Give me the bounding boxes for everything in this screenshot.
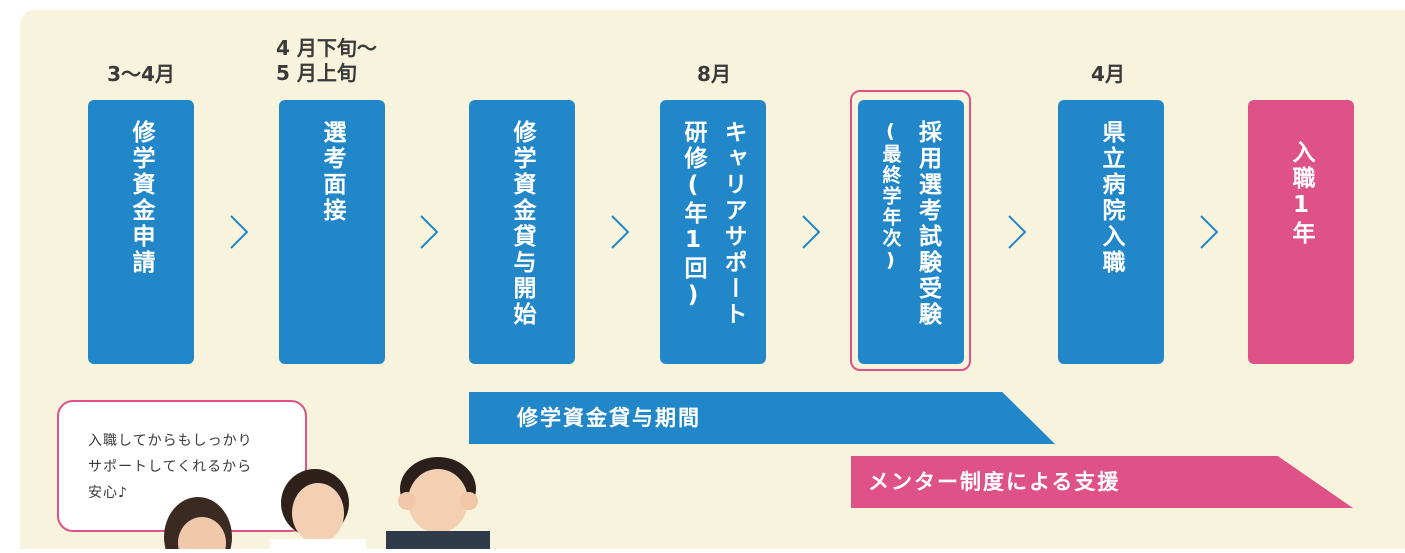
step-label: 県立病院入職 xyxy=(1098,120,1124,276)
chevron-right-icon xyxy=(1006,214,1028,250)
step-interview: 選考面接 xyxy=(279,100,385,364)
mentor-support-bar: メンター制度による支援 xyxy=(851,456,1353,508)
staff-photo xyxy=(150,455,500,553)
step-label: 選考面接 xyxy=(319,120,345,224)
step-label: 修学資金申請 xyxy=(128,120,154,276)
loan-period-bar: 修学資金貸与期間 xyxy=(469,392,1055,444)
step-employment-exam: 採用選考試験受験 (最終学年次) xyxy=(858,100,964,364)
step-label: 入職1年 xyxy=(1288,140,1314,247)
chevron-right-icon xyxy=(609,214,631,250)
bubble-line: 入職してからもしっかり xyxy=(88,433,253,449)
month-label-2-line2: 5 月上旬 xyxy=(276,61,357,85)
step-label: 採用選考試験受験 xyxy=(914,120,941,328)
step-label: キャリアサポート xyxy=(720,120,746,328)
step-sublabel: 研修(年1回) xyxy=(680,120,706,311)
bubble-line: サポートしてくれるから xyxy=(88,459,253,475)
step-sublabel: (最終学年次) xyxy=(879,120,902,273)
month-label-2: 4 月下旬〜 5 月上旬 xyxy=(276,36,396,86)
speech-bubble-text: 入職してからもしっかり サポートしてくれるから 安心♪ xyxy=(88,428,298,506)
month-label-7: 4月 xyxy=(1091,62,1125,86)
step-career-support: キャリアサポート 研修(年1回) xyxy=(660,100,766,364)
bubble-line: 安心♪ xyxy=(88,485,128,501)
month-label-2-line1: 4 月下旬〜 xyxy=(276,36,377,60)
month-label-1: 3〜4月 xyxy=(107,62,175,86)
step-label: 修学資金貸与開始 xyxy=(509,120,535,328)
chevron-right-icon xyxy=(1198,214,1220,250)
chevron-right-icon xyxy=(418,214,440,250)
month-label-5: 8月 xyxy=(697,62,731,86)
step-loan-start: 修学資金貸与開始 xyxy=(469,100,575,364)
chevron-right-icon xyxy=(800,214,822,250)
step-first-year: 入職1年 xyxy=(1248,100,1354,364)
chevron-right-icon xyxy=(228,214,250,250)
step-hospital-hire: 県立病院入職 xyxy=(1058,100,1164,364)
step-loan-application: 修学資金申請 xyxy=(88,100,194,364)
